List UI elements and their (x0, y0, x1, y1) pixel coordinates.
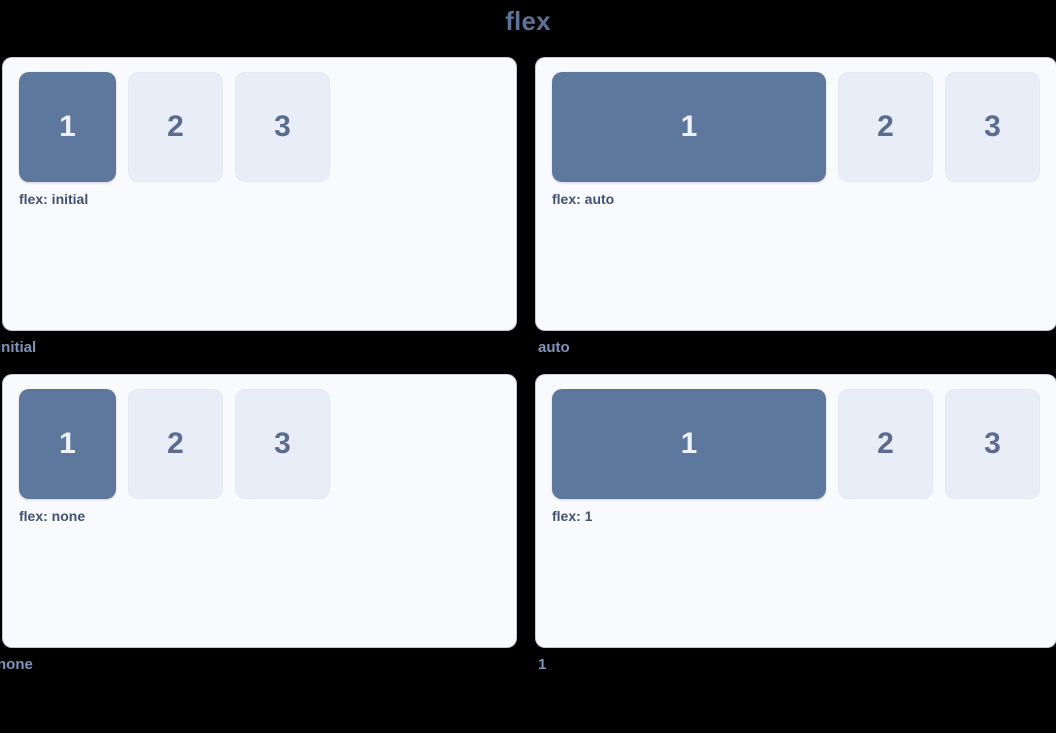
flex-item-1-label: 1 (680, 110, 698, 143)
panel-caption-none: flex: none (19, 508, 86, 524)
panel-caption-one: flex: 1 (552, 508, 593, 524)
flex-item-3: 3 (235, 389, 330, 499)
cell-label-one: 1 (538, 656, 547, 673)
flex-item-3: 3 (945, 72, 1040, 182)
flex-item-2: 2 (838, 72, 933, 182)
cell-label-initial: initial (0, 339, 37, 356)
flex-item-2-label: 2 (877, 110, 894, 143)
flex-item-1: 1 (19, 389, 116, 499)
flex-item-3: 3 (235, 72, 330, 182)
demo-cell-initial: 1 2 3 flex: initial initial (0, 58, 536, 375)
flex-container-none: 1 2 3 (19, 389, 500, 499)
flex-item-2: 2 (128, 389, 223, 499)
flex-item-2: 2 (128, 72, 223, 182)
flex-item-2-label: 2 (167, 427, 184, 460)
demo-panel-initial: 1 2 3 flex: initial (3, 58, 516, 330)
flex-item-2: 2 (838, 389, 933, 499)
flex-container-initial: 1 2 3 (19, 72, 500, 182)
flex-item-1-label: 1 (59, 427, 76, 460)
flex-item-1-label: 1 (59, 110, 76, 143)
flex-item-1: 1 (552, 72, 826, 182)
demo-cell-auto: 1 2 3 flex: auto auto (536, 58, 1056, 375)
demo-panel-auto: 1 2 3 flex: auto (536, 58, 1056, 330)
flex-item-1: 1 (552, 389, 826, 499)
flex-item-1: 1 (19, 72, 116, 182)
demo-grid: 1 2 3 flex: initial initial 1 (0, 58, 1056, 692)
flex-item-1-label: 1 (680, 427, 698, 460)
flex-item-3-label: 3 (274, 110, 291, 143)
demo-cell-none: 1 2 3 flex: none none (0, 375, 536, 692)
flex-item-3-label: 3 (984, 427, 1001, 460)
flex-item-3: 3 (945, 389, 1040, 499)
flex-container-auto: 1 2 3 (552, 72, 1040, 182)
cell-label-auto: auto (538, 339, 570, 356)
flex-item-3-label: 3 (984, 110, 1001, 143)
flex-item-2-label: 2 (877, 427, 894, 460)
flex-container-one: 1 2 3 (552, 389, 1040, 499)
demo-panel-one: 1 2 3 flex: 1 (536, 375, 1056, 647)
panel-caption-initial: flex: initial (19, 191, 89, 207)
flex-item-2-label: 2 (167, 110, 184, 143)
page-title: flex (505, 6, 551, 36)
demo-panel-none: 1 2 3 flex: none (3, 375, 516, 647)
demo-cell-one: 1 2 3 flex: 1 1 (536, 375, 1056, 692)
flex-item-3-label: 3 (274, 427, 291, 460)
panel-caption-auto: flex: auto (552, 191, 615, 207)
cell-label-none: none (0, 656, 33, 673)
